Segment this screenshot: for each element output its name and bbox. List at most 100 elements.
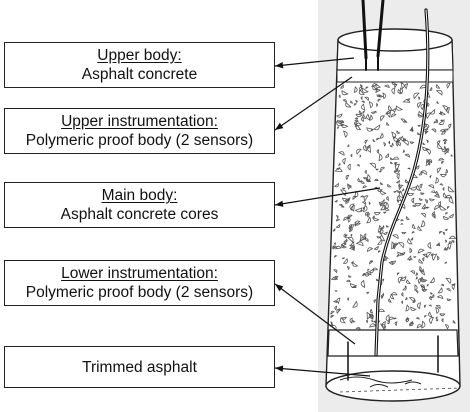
aggregate-speck (360, 96, 363, 101)
aggregate-speck (366, 144, 371, 154)
aggregate-speck (349, 203, 355, 211)
aggregate-speck (360, 179, 366, 184)
aggregate-speck (366, 146, 371, 149)
aggregate-speck (374, 88, 378, 91)
aggregate-speck (394, 321, 398, 327)
aggregate-speck (444, 261, 447, 264)
aggregate-speck (388, 260, 397, 265)
aggregate-speck (369, 308, 374, 314)
aggregate-speck (330, 314, 335, 319)
aggregate-speck (367, 268, 370, 272)
aggregate-speck (415, 276, 418, 280)
aggregate-speck (366, 173, 371, 182)
aggregate-speck (382, 278, 385, 282)
aggregate-speck (369, 162, 376, 169)
aggregate-speck (402, 149, 405, 153)
aggregate-speck (345, 279, 351, 283)
aggregate-speck (427, 241, 432, 250)
aggregate-speck (352, 319, 356, 323)
aggregate-speck (414, 290, 419, 294)
aggregate-speck (397, 276, 403, 284)
aggregate-speck (399, 87, 403, 95)
aggregate-speck (451, 240, 455, 244)
aggregate-speck (438, 157, 445, 161)
aggregate-speck (409, 141, 415, 144)
aggregate-speck (382, 92, 387, 100)
leader-line (274, 187, 381, 206)
aggregate-speck (446, 206, 450, 210)
aggregate-speck (373, 299, 377, 304)
aggregate-speck (338, 94, 341, 99)
aggregate-speck (340, 244, 347, 249)
aggregate-speck (401, 300, 404, 305)
aggregate-speck (354, 119, 359, 123)
aggregate-speck (398, 183, 401, 188)
aggregate-speck (417, 225, 423, 231)
aggregate-speck (426, 102, 430, 108)
aggregate-speck (370, 111, 377, 115)
aggregate-speck (387, 183, 392, 188)
aggregate-speck (424, 128, 428, 135)
aggregate-speck (377, 224, 383, 233)
aggregate-speck (444, 212, 449, 215)
aggregate-speck (435, 119, 438, 123)
aggregate-speck (435, 83, 441, 89)
aggregate-speck (424, 315, 428, 318)
aggregate-speck (381, 201, 387, 205)
aggregate-speck (403, 138, 407, 142)
aggregate-speck (406, 279, 411, 285)
aggregate-speck (436, 167, 442, 174)
aggregate-speck (359, 237, 366, 242)
aggregate-speck (368, 313, 374, 320)
aggregate-speck (441, 161, 445, 165)
aggregate-speck (429, 295, 432, 301)
aggregate-speck (360, 279, 366, 289)
aggregate-speck (372, 138, 376, 142)
aggregate-speck (423, 304, 427, 309)
aggregate-speck (437, 143, 443, 150)
aggregate-speck (338, 162, 341, 166)
aggregate-speck (438, 230, 443, 234)
callout-upper-instrumentation: Upper instrumentation: Polymeric proof b… (4, 108, 275, 154)
aggregate-speck (396, 195, 402, 202)
aggregate-speck (425, 158, 430, 166)
aggregate-speck (371, 319, 374, 323)
arrowhead (275, 122, 284, 130)
aggregate-speck (336, 125, 339, 129)
aggregate-speck (435, 176, 439, 184)
aggregate-speck (347, 185, 352, 189)
aggregate-speck (331, 276, 339, 280)
aggregate-speck (357, 177, 362, 183)
aggregate-speck (354, 222, 362, 226)
aggregate-speck (342, 257, 348, 264)
aggregate-speck (391, 131, 397, 140)
aggregate-speck (419, 183, 423, 189)
aggregate-speck (409, 128, 414, 131)
aggregate-speck (333, 269, 338, 274)
aggregate-speck (430, 190, 436, 194)
aggregate-speck (376, 102, 379, 107)
aggregate-speck (447, 242, 452, 250)
aggregate-speck (429, 276, 435, 284)
aggregate-speck (336, 120, 345, 124)
aggregate-speck (351, 204, 355, 212)
aggregate-speck (342, 130, 348, 138)
aggregate-speck (400, 81, 405, 90)
aggregate-speck (409, 247, 413, 254)
aggregate-speck (382, 198, 385, 202)
aggregate-speck (383, 141, 386, 147)
aggregate-speck (446, 298, 452, 302)
aggregate-speck (334, 168, 343, 173)
aggregate-speck (361, 201, 367, 205)
aggregate-speck (410, 236, 414, 241)
aggregate-speck (404, 153, 410, 158)
aggregate-speck (417, 302, 422, 310)
aggregate-speck (433, 205, 441, 211)
aggregate-speck (354, 220, 361, 227)
aggregate-speck (391, 142, 394, 147)
aggregate-speck (429, 86, 433, 91)
aggregate-speck (360, 116, 364, 122)
aggregate-speck (429, 198, 436, 202)
aggregate-speck (444, 324, 449, 330)
aggregate-speck (400, 219, 404, 222)
